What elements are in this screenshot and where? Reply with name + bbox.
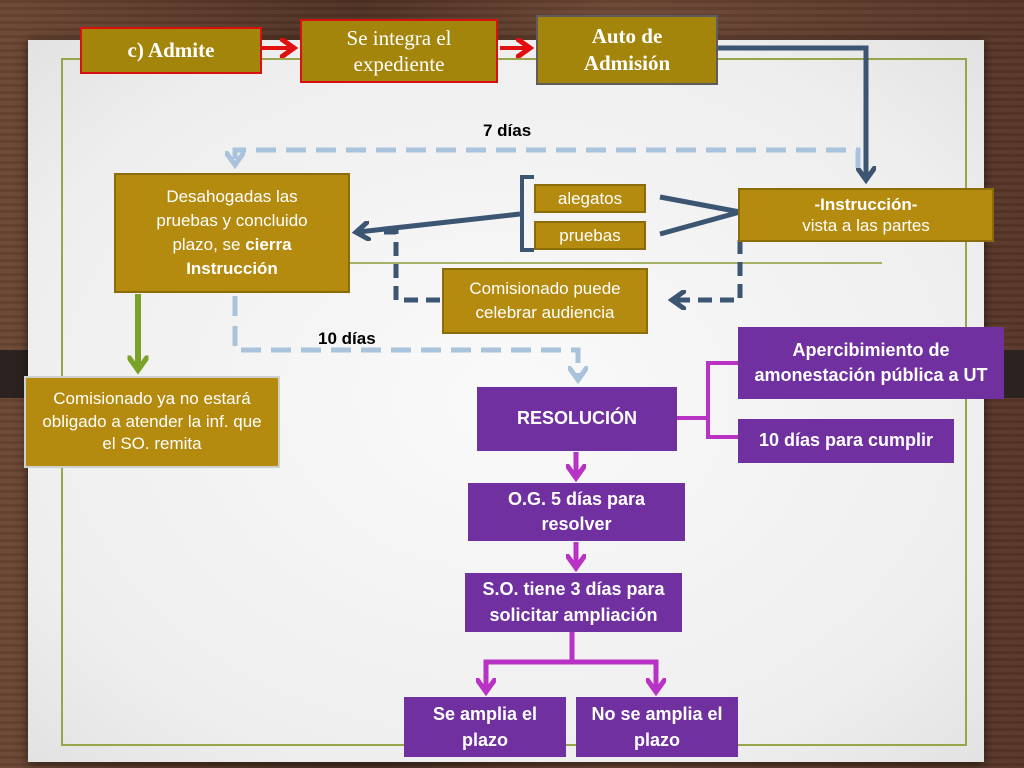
resolucion-label: RESOLUCIÓN (516, 408, 637, 429)
label-7-dias: 7 días (483, 121, 532, 140)
apercibimiento-box: Apercibimiento de amonestación pública a… (738, 327, 1004, 399)
arrow-to-no-se-amplia (572, 659, 656, 690)
comisionado-no-obligado-box: Comisionado ya no estará obligado a aten… (24, 376, 280, 468)
alegatos-label: alegatos (557, 188, 623, 208)
og-label: O.G. 5 días para resolver (507, 488, 646, 534)
arrow-to-desahogadas (358, 211, 521, 232)
so-label: S.O. tiene 3 días para solicitar ampliac… (482, 579, 665, 625)
admite-box: c) Admite (80, 27, 262, 74)
arrow-audiencia-to-desahogadas (382, 229, 440, 303)
desahogadas-text: Desahogadas las pruebas y concluido plaz… (156, 185, 307, 280)
arrow-to-se-amplia (486, 632, 575, 690)
apercibimiento-label: Apercibimiento de amonestación pública a… (754, 339, 988, 385)
chevron-alegatos-pruebas (659, 194, 741, 237)
so-box: S.O. tiene 3 días para solicitar ampliac… (465, 573, 682, 632)
desahogadas-bold-cierra: cierra (245, 235, 292, 254)
auto-admision-box: Auto de Admisión (536, 15, 718, 85)
alegatos-box: alegatos (534, 184, 646, 213)
integra-box: Se integra el expediente (300, 19, 498, 83)
desahogadas-line3: plazo, se (172, 235, 241, 254)
integra-label: Se integra el expediente (346, 25, 452, 76)
no-se-amplia-box: No se amplia el plazo (576, 697, 738, 757)
resolucion-box: RESOLUCIÓN (477, 387, 677, 451)
no-se-amplia-label: No se amplia el plazo (591, 703, 723, 750)
instruccion-subtitle: vista a las partes (802, 216, 930, 235)
se-amplia-label: Se amplia el plazo (432, 703, 538, 750)
auto-admision-label: Auto de Admisión (583, 24, 671, 75)
label-10-dias: 10 días (318, 329, 376, 348)
arrow-auto-to-instruccion (718, 45, 866, 178)
arrow-7-dias (235, 147, 861, 168)
arrow-10-dias (232, 296, 578, 378)
desahogadas-box: Desahogadas las pruebas y concluido plaz… (114, 173, 350, 293)
desahogadas-line1: Desahogadas las (166, 187, 298, 207)
bracket-resolucion-options (706, 361, 738, 439)
instruccion-box: -Instrucción- vista a las partes (738, 188, 994, 242)
comisionado-no-obligado-label: Comisionado ya no estará obligado a aten… (42, 388, 262, 454)
desahogadas-line4: Instrucción (186, 258, 278, 278)
instruccion-title: -Instrucción- (814, 194, 918, 214)
pruebas-label: pruebas (559, 225, 621, 245)
se-amplia-box: Se amplia el plazo (404, 697, 566, 757)
og-box: O.G. 5 días para resolver (468, 483, 685, 541)
pruebas-box: pruebas (534, 221, 646, 250)
desahogadas-line2: pruebas y concluido (156, 211, 308, 231)
bracket-alegatos-pruebas (520, 175, 534, 252)
diez-dias-cumplir-box: 10 días para cumplir (738, 419, 954, 463)
admite-label: c) Admite (127, 38, 215, 63)
comisionado-audiencia-box: Comisionado puede celebrar audiencia (442, 268, 648, 334)
arrow-instruccion-to-audiencia (674, 240, 743, 300)
diez-dias-cumplir-label: 10 días para cumplir (758, 430, 934, 451)
comisionado-audiencia-label: Comisionado puede celebrar audiencia (469, 279, 621, 322)
